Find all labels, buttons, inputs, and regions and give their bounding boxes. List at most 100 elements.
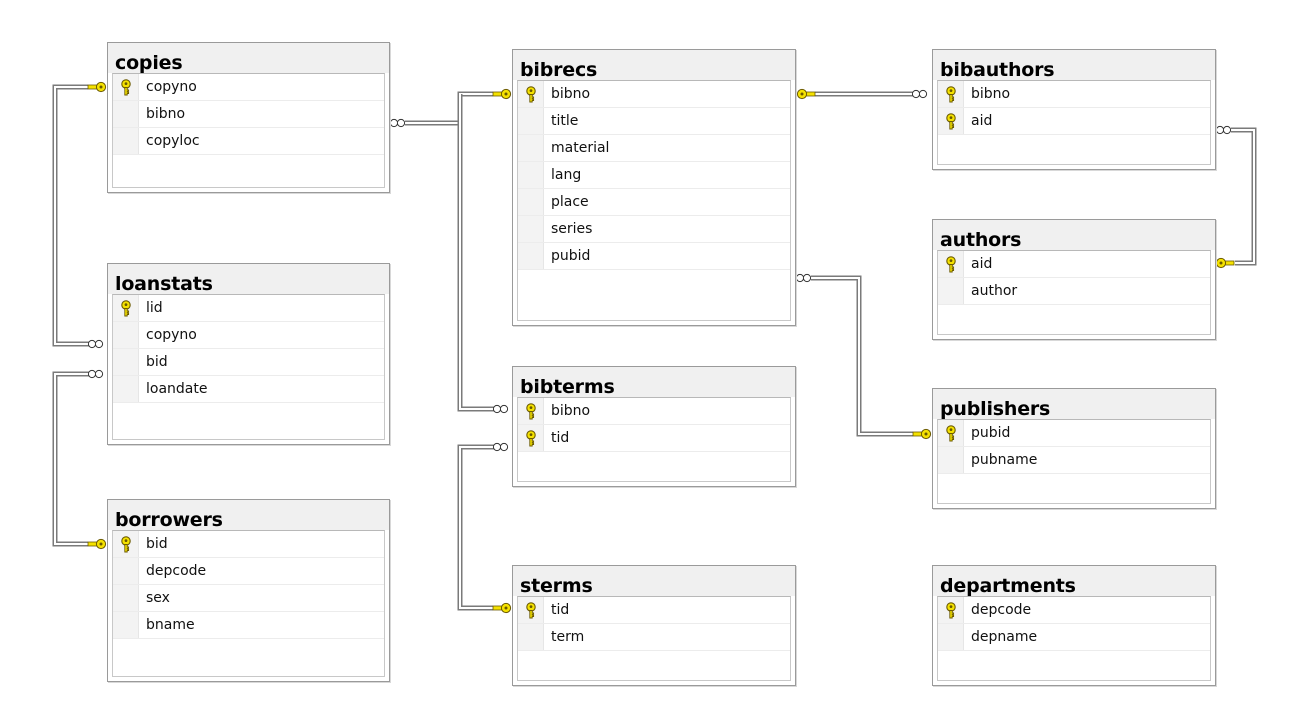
table-authors[interactable]: authors aid author bbox=[932, 219, 1216, 340]
field-row[interactable]: title bbox=[518, 108, 790, 135]
connector-outline bbox=[52, 371, 94, 547]
row-selector[interactable] bbox=[113, 101, 139, 127]
field-name: bibno bbox=[551, 86, 591, 102]
table-title: borrowers bbox=[115, 509, 223, 531]
field-row[interactable]: author bbox=[938, 278, 1210, 305]
field-row[interactable]: aid bbox=[938, 108, 1210, 135]
field-row[interactable]: bibno bbox=[518, 398, 790, 425]
field-name: author bbox=[971, 283, 1018, 299]
field-row[interactable]: term bbox=[518, 624, 790, 651]
field-row[interactable]: copyno bbox=[113, 322, 384, 349]
field-row[interactable]: pubid bbox=[518, 243, 790, 270]
field-row[interactable]: lid bbox=[113, 295, 384, 322]
field-name: copyloc bbox=[146, 133, 200, 149]
field-row[interactable]: bid bbox=[113, 349, 384, 376]
field-row[interactable]: bibno bbox=[518, 81, 790, 108]
table-header[interactable]: authors bbox=[933, 220, 1215, 251]
many-end-icon bbox=[492, 442, 509, 452]
row-selector[interactable] bbox=[518, 108, 544, 134]
field-name: depcode bbox=[146, 563, 207, 579]
table-publishers[interactable]: publishers pubid pubname bbox=[932, 388, 1216, 509]
row-selector[interactable] bbox=[518, 216, 544, 242]
field-row[interactable]: depname bbox=[938, 624, 1210, 651]
table-bibterms[interactable]: bibterms bibno tid bbox=[512, 366, 796, 487]
table-header[interactable]: loanstats bbox=[108, 264, 389, 295]
row-selector[interactable] bbox=[518, 135, 544, 161]
row-selector[interactable] bbox=[518, 624, 544, 650]
primary-key-icon bbox=[945, 113, 957, 130]
field-row[interactable]: depcode bbox=[113, 558, 384, 585]
field-row[interactable]: lang bbox=[518, 162, 790, 189]
field-name: pubid bbox=[971, 425, 1011, 441]
row-selector[interactable] bbox=[938, 447, 964, 473]
row-selector[interactable] bbox=[518, 398, 544, 424]
field-row[interactable]: sex bbox=[113, 585, 384, 612]
connector-fill bbox=[459, 94, 498, 410]
row-selector[interactable] bbox=[113, 612, 139, 638]
table-header[interactable]: bibterms bbox=[513, 367, 795, 398]
primary-key-icon bbox=[525, 403, 537, 420]
primary-key-icon bbox=[945, 425, 957, 442]
table-header[interactable]: copies bbox=[108, 43, 389, 74]
field-row[interactable]: bibno bbox=[113, 101, 384, 128]
row-selector[interactable] bbox=[113, 558, 139, 584]
field-row[interactable]: loandate bbox=[113, 376, 384, 403]
primary-key-icon bbox=[945, 256, 957, 273]
field-row[interactable]: bname bbox=[113, 612, 384, 639]
relationship-line bbox=[52, 371, 94, 547]
row-selector[interactable] bbox=[518, 189, 544, 215]
one-end-key-icon bbox=[87, 538, 107, 550]
row-selector[interactable] bbox=[113, 585, 139, 611]
one-end-key-icon bbox=[1215, 257, 1235, 269]
table-title: departments bbox=[940, 575, 1076, 597]
field-name: bibno bbox=[971, 86, 1011, 102]
field-name: bid bbox=[146, 536, 168, 552]
field-row[interactable]: tid bbox=[518, 597, 790, 624]
field-row[interactable]: series bbox=[518, 216, 790, 243]
field-row[interactable]: bid bbox=[113, 531, 384, 558]
row-selector[interactable] bbox=[113, 322, 139, 348]
field-name: bibno bbox=[551, 403, 591, 419]
table-header[interactable]: sterms bbox=[513, 566, 795, 597]
connector-outline bbox=[457, 94, 498, 412]
field-row[interactable]: place bbox=[518, 189, 790, 216]
field-row[interactable]: bibno bbox=[938, 81, 1210, 108]
table-header[interactable]: departments bbox=[933, 566, 1215, 597]
row-selector[interactable] bbox=[113, 128, 139, 154]
relationship-line bbox=[405, 91, 493, 126]
table-departments[interactable]: departments depcode depname bbox=[932, 565, 1216, 686]
connector-outline bbox=[405, 91, 493, 126]
table-header[interactable]: publishers bbox=[933, 389, 1215, 420]
table-bibauthors[interactable]: bibauthors bibno aid bbox=[932, 49, 1216, 170]
field-row[interactable]: pubid bbox=[938, 420, 1210, 447]
row-selector[interactable] bbox=[938, 624, 964, 650]
many-end-icon bbox=[492, 404, 509, 414]
row-selector[interactable] bbox=[518, 243, 544, 269]
table-header[interactable]: borrowers bbox=[108, 500, 389, 531]
connector-outline bbox=[811, 275, 913, 437]
field-row[interactable]: pubname bbox=[938, 447, 1210, 474]
relationship-line bbox=[52, 84, 94, 347]
field-name: depname bbox=[971, 629, 1038, 645]
row-selector[interactable] bbox=[113, 349, 139, 375]
field-row[interactable]: copyloc bbox=[113, 128, 384, 155]
row-selector[interactable] bbox=[113, 376, 139, 402]
row-selector[interactable] bbox=[518, 162, 544, 188]
field-name: tid bbox=[551, 430, 570, 446]
field-name: depcode bbox=[971, 602, 1032, 618]
table-header[interactable]: bibrecs bbox=[513, 50, 795, 81]
field-row[interactable]: material bbox=[518, 135, 790, 162]
table-header[interactable]: bibauthors bbox=[933, 50, 1215, 81]
row-selector[interactable] bbox=[938, 278, 964, 304]
field-row[interactable]: copyno bbox=[113, 74, 384, 101]
field-row[interactable]: tid bbox=[518, 425, 790, 452]
field-row[interactable]: depcode bbox=[938, 597, 1210, 624]
field-row[interactable]: aid bbox=[938, 251, 1210, 278]
